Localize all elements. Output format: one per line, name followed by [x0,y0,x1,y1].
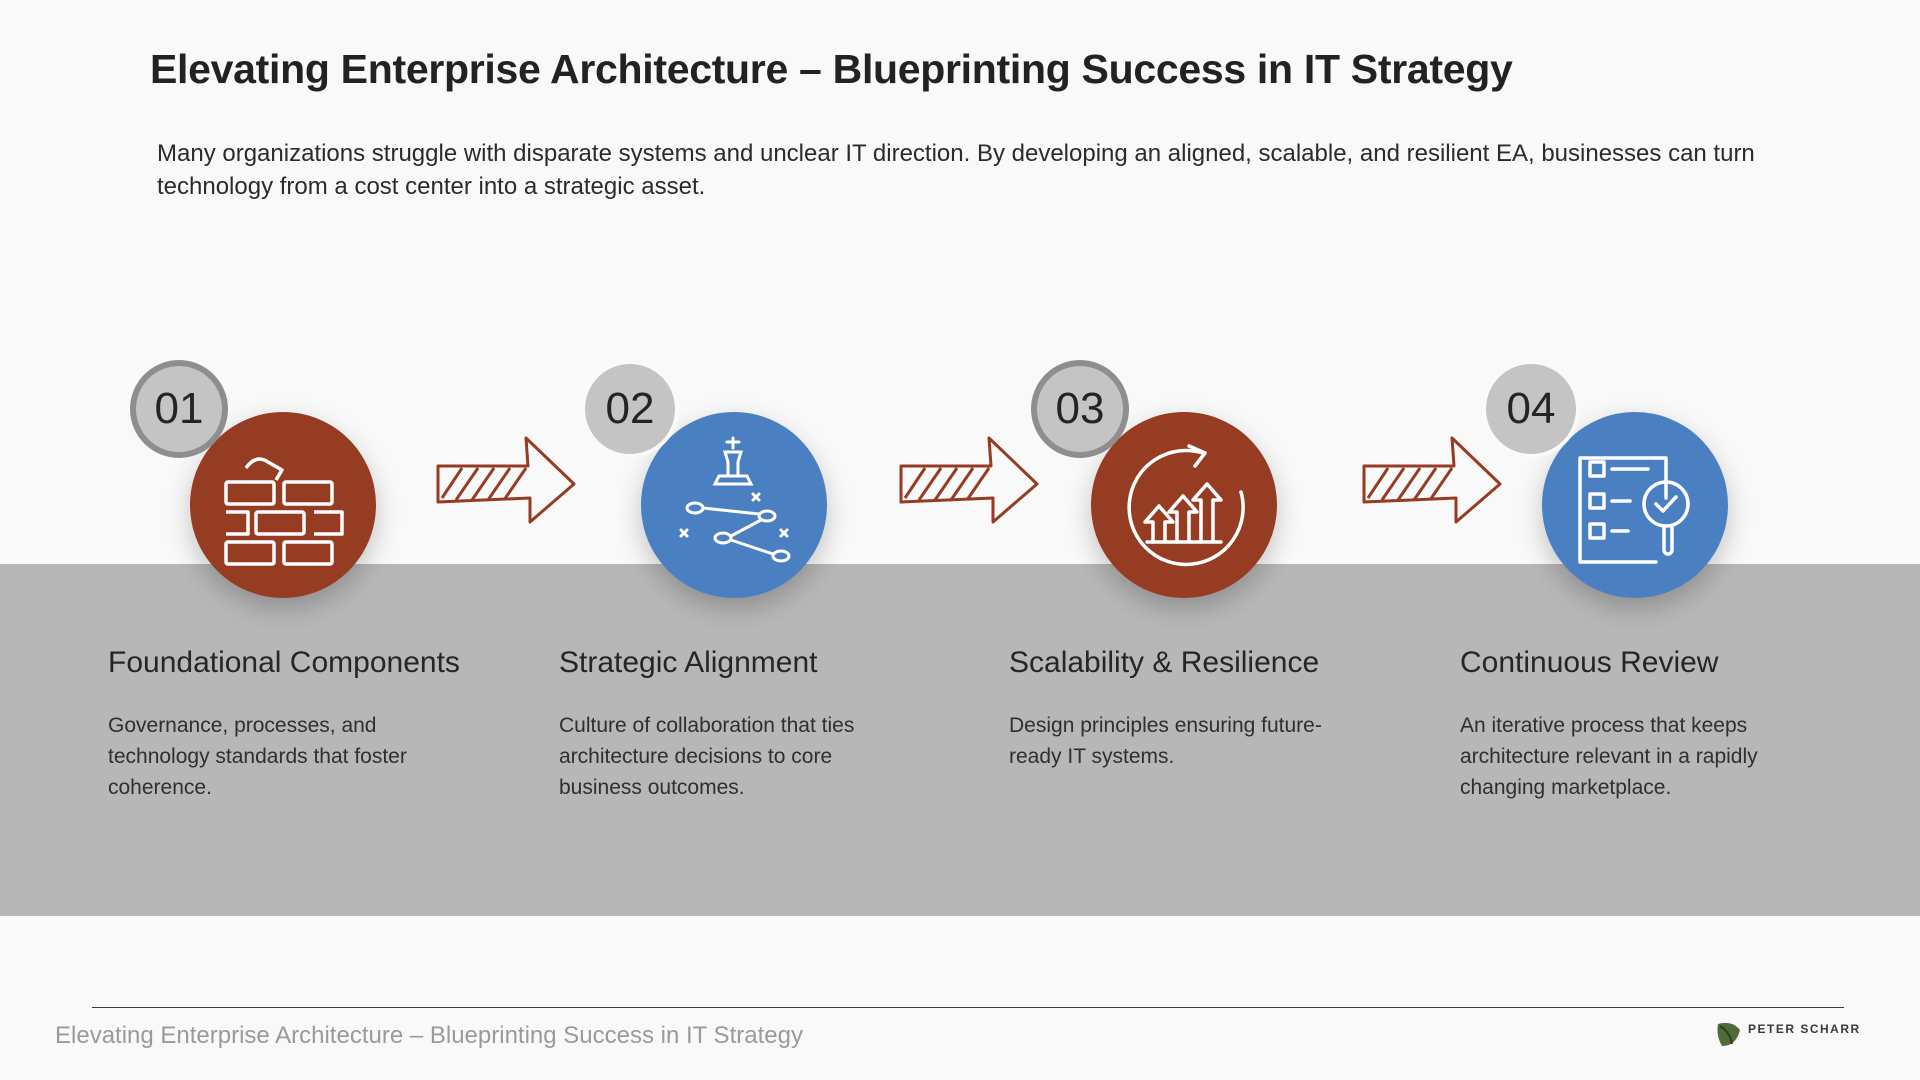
leaf-logo-icon [1717,1022,1740,1046]
step-02-badge: 02 [581,360,679,458]
logo-name: PETER SCHARR [1748,1022,1861,1036]
content-band [0,564,1920,916]
arrow-right-icon [436,436,576,524]
arrow-right-icon [1362,436,1502,524]
step-04-title: Continuous Review [1460,646,1719,679]
chess-strategy-icon [679,436,791,563]
step-03-circle [1091,412,1277,598]
step-01-title: Foundational Components [108,646,460,679]
step-03-title: Scalability & Resilience [1009,646,1320,679]
company-logo: PETER SCHARR [1716,1018,1866,1052]
growth-arrows-icon [1127,444,1245,567]
footer-divider [92,1007,1844,1008]
step-04: 04 Continuous Review An iterative proces… [1460,360,1900,820]
step-01-circle [190,412,376,598]
step-02: 02 Strategic Alignment Culture of collab… [559,360,999,820]
step-04-desc: An iterative process that keeps architec… [1460,714,1758,799]
step-03-badge: 03 [1031,360,1129,458]
footer-text: Elevating Enterprise Architecture – Blue… [55,1022,803,1049]
step-02-circle [641,412,827,598]
step-01-badge: 01 [130,360,228,458]
checklist-review-icon [1578,456,1690,564]
step-02-title: Strategic Alignment [559,646,818,679]
step-03: 03 Scalability & Resilience Design princ… [1009,360,1449,820]
step-04-badge: 04 [1482,360,1580,458]
step-02-desc: Culture of collaboration that ties archi… [559,714,855,799]
step-03-desc: Design principles ensuring future-ready … [1009,714,1322,768]
intro-text: Many organizations struggle with dispara… [157,140,1755,200]
page-title: Elevating Enterprise Architecture – Blue… [150,46,1513,92]
step-01-desc: Governance, processes, and technology st… [108,714,407,799]
arrow-right-icon [899,436,1039,524]
step-01: 01 Foundational Components Governance, p… [108,360,548,820]
step-04-circle [1542,412,1728,598]
brick-wall-icon [224,457,344,566]
